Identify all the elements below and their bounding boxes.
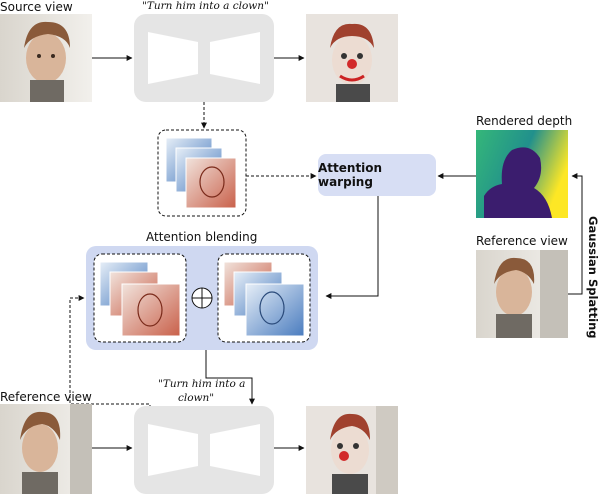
prompt-top: "Turn him into a clown": [142, 0, 269, 12]
arrow-warping-to-blending: [325, 196, 379, 299]
arrow-unet-feedback: [69, 295, 151, 408]
prompt-bottom-line2: clown": [178, 392, 215, 404]
arrow-reference-to-depth: [568, 173, 583, 295]
reference-view-right-label: Reference view: [476, 234, 568, 248]
rendered-depth-label: Rendered depth: [476, 114, 573, 128]
attention-warping-node: [318, 154, 436, 196]
attention-blending-label: Attention blending: [146, 230, 258, 244]
unet-bottom: [134, 406, 274, 494]
reference-view-right-photo: [476, 250, 568, 338]
source-view-photo: [0, 14, 92, 102]
reference-view-left-photo: [0, 404, 92, 494]
arrow-blending-to-unet: [205, 350, 255, 405]
edited-output-top: [306, 14, 398, 102]
source-view-label: Source view: [0, 0, 73, 14]
rendered-depth-image: [476, 130, 568, 218]
blending-maps-right: [217, 253, 311, 343]
gaussian-splatting-label: Gaussian Splatting: [586, 216, 600, 339]
attention-maps-source: [157, 129, 247, 217]
attention-warping-label: Attention warping: [318, 161, 383, 189]
edited-output-bottom: [306, 406, 398, 494]
prompt-bottom-line1: "Turn him into a: [158, 378, 246, 390]
oplus-symbol: [191, 287, 213, 309]
unet-top: [134, 14, 274, 102]
blending-maps-left: [93, 253, 187, 343]
reference-view-left-label: Reference view: [0, 390, 92, 404]
